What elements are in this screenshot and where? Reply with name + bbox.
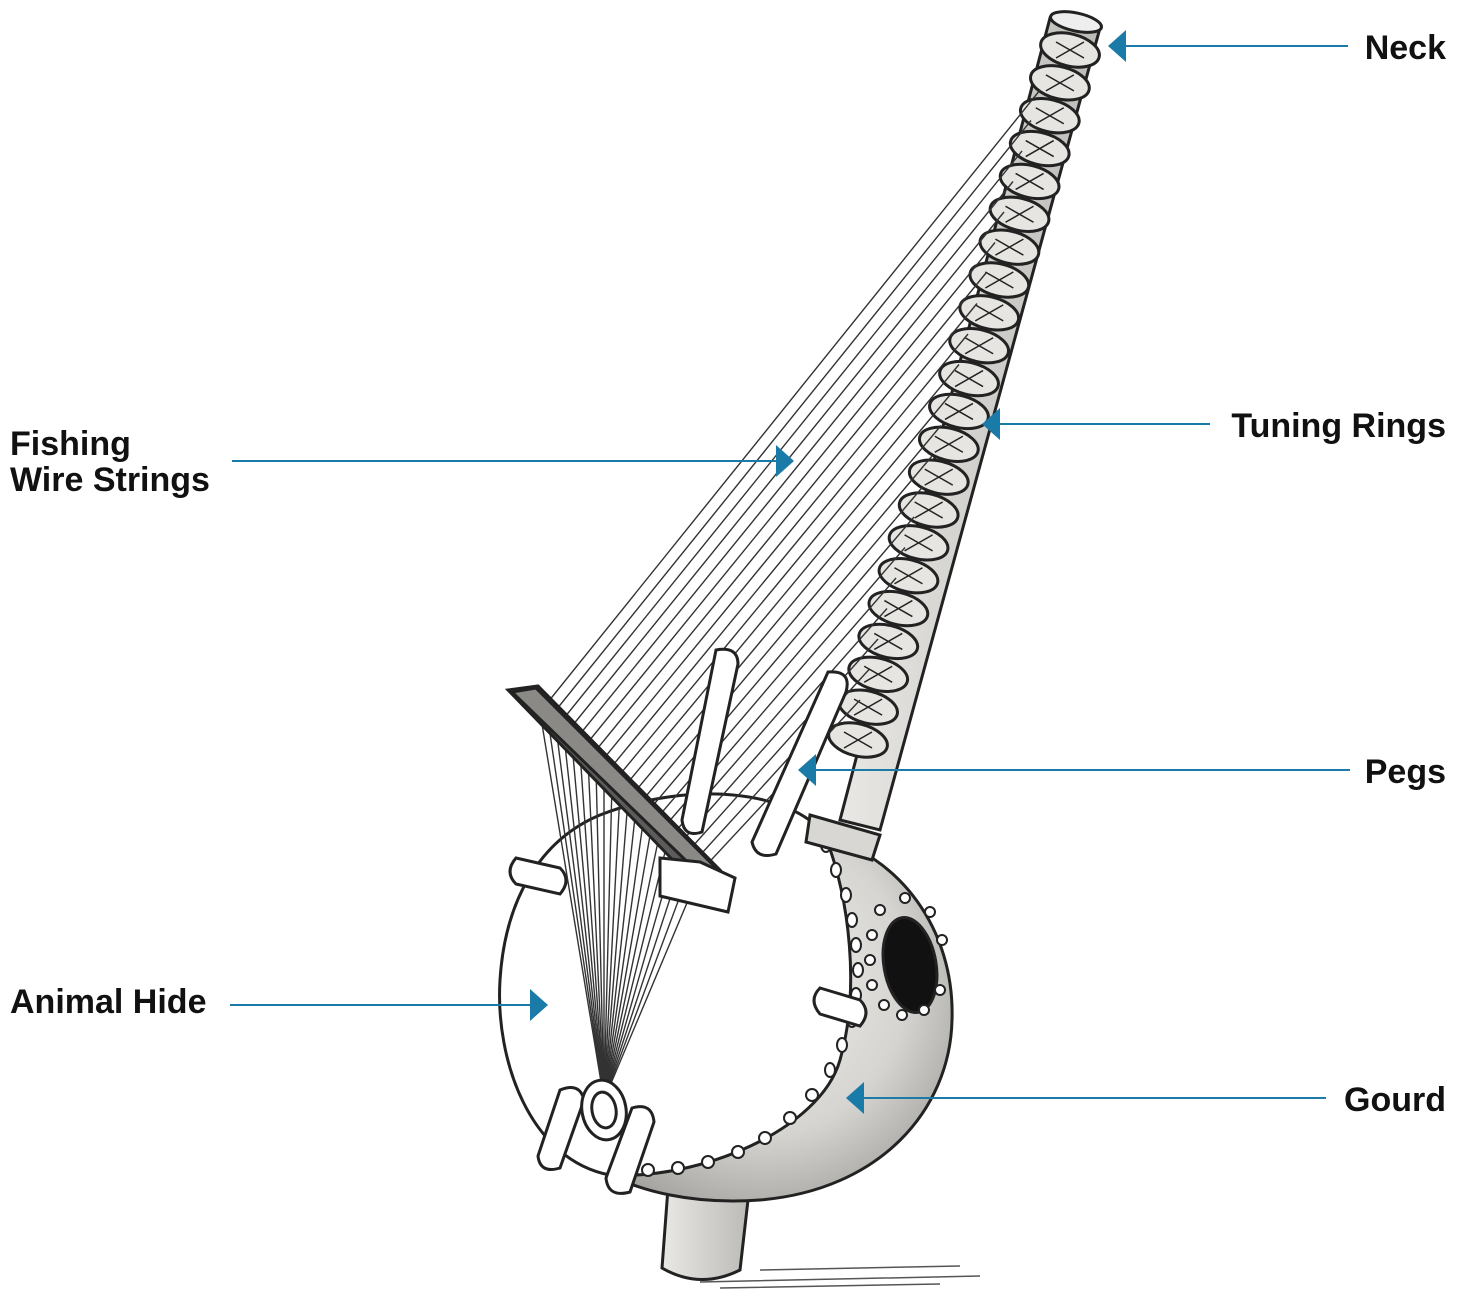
label-gourd: Gourd (1344, 1082, 1446, 1118)
label-fishing-line-1: Fishing (10, 426, 210, 462)
label-pegs: Pegs (1365, 754, 1446, 790)
ground-shadow (700, 1266, 980, 1288)
label-fishing-line-2: Wire Strings (10, 462, 210, 498)
label-neck: Neck (1365, 30, 1446, 66)
label-animal-hide: Animal Hide (10, 984, 206, 1020)
label-fishing-wire-strings: Fishing Wire Strings (10, 426, 210, 498)
pointer-neck (1108, 30, 1348, 62)
label-tuning-rings: Tuning Rings (1231, 408, 1446, 444)
pointer-fishing-wire-strings (232, 445, 794, 477)
pointer-tuning-rings (982, 408, 1210, 440)
arrowhead-icon (776, 445, 794, 477)
arrowhead-icon (1108, 30, 1126, 62)
